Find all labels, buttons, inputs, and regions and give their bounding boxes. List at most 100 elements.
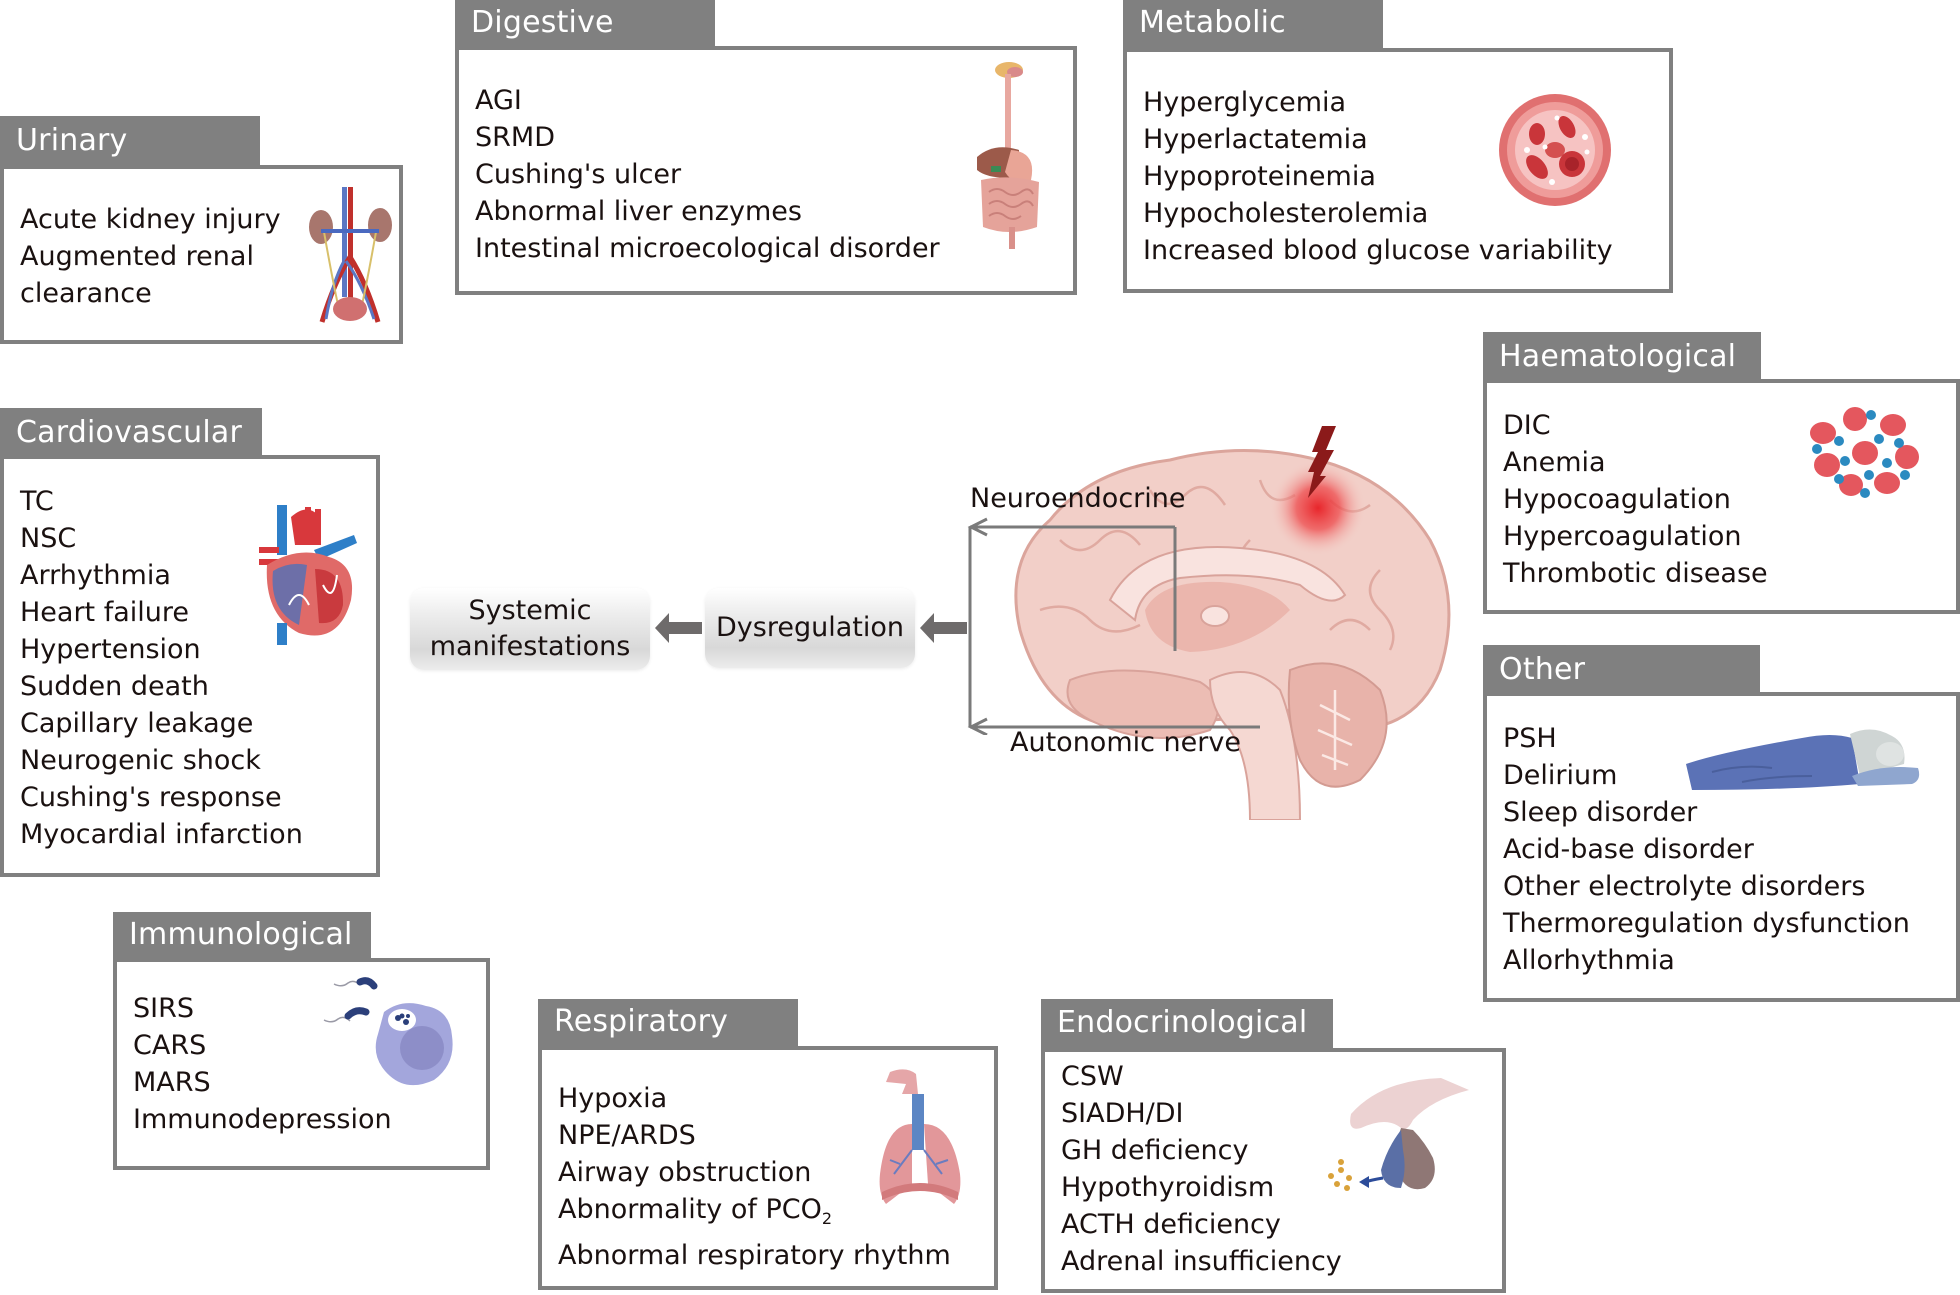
list-item: MARS <box>133 1067 211 1098</box>
panel-title: Respiratory <box>538 999 798 1048</box>
list-item: SIADH/DI <box>1061 1098 1184 1129</box>
list-item: Capillary leakage <box>20 708 254 739</box>
list-item: Immunodepression <box>133 1104 392 1135</box>
macrophage-bacteria-icon <box>323 977 453 1086</box>
list-item: Sudden death <box>20 671 209 702</box>
list-item: Hypertension <box>20 634 201 665</box>
blood-vessel-cross-section-icon <box>1499 94 1611 206</box>
list-item: Delirium <box>1503 760 1618 791</box>
panel-title: Digestive <box>455 0 715 48</box>
list-item: Anemia <box>1503 447 1606 478</box>
item-list: SIRS CARS MARS Immunodepression <box>133 990 392 1138</box>
panel-body: PSH Delirium Sleep disorder Acid-base di… <box>1483 692 1960 1002</box>
list-item: Thermoregulation dysfunction <box>1503 908 1910 939</box>
neuroendocrine-label: Neuroendocrine <box>970 483 1186 514</box>
list-item: Heart failure <box>20 597 190 628</box>
list-item: Hyperlactatemia <box>1143 124 1368 155</box>
item-list: DIC Anemia Hypocoagulation Hypercoagulat… <box>1503 407 1768 592</box>
list-item: TC <box>20 486 54 517</box>
list-item: Neurogenic shock <box>20 745 261 776</box>
dysregulation-label: Dysregulation <box>716 612 904 643</box>
panel-body: TC NSC Arrhythmia Heart failure Hyperten… <box>0 455 380 877</box>
list-item: Hypoproteinemia <box>1143 161 1376 192</box>
list-item: Sleep disorder <box>1503 797 1698 828</box>
list-item: SRMD <box>475 122 555 153</box>
item-list: TC NSC Arrhythmia Heart failure Hyperten… <box>20 483 303 853</box>
panel-body: DIC Anemia Hypocoagulation Hypercoagulat… <box>1483 379 1960 614</box>
list-item: Allorhythmia <box>1503 945 1675 976</box>
list-item: Hypothyroidism <box>1061 1172 1275 1203</box>
panel-body: Hypoxia NPE/ARDS Airway obstruction Abno… <box>538 1046 998 1290</box>
list-item: Hyperglycemia <box>1143 87 1347 118</box>
list-item: Adrenal insufficiency <box>1061 1246 1342 1277</box>
list-item: DIC <box>1503 410 1551 441</box>
sleeping-patient-icon <box>1686 729 1920 790</box>
panel-title: Metabolic <box>1123 0 1383 50</box>
panel-title: Endocrinological <box>1041 999 1333 1050</box>
panel-title: Cardiovascular <box>0 408 262 458</box>
systemic-manifestations-box: Systemic manifestations <box>410 588 650 670</box>
panel-endocrinological: Endocrinological CSW SIADH/DI GH deficie… <box>1041 999 1506 1293</box>
list-item: Cushing's response <box>20 782 282 813</box>
list-item: Increased blood glucose variability <box>1143 235 1613 266</box>
pco2-text: Abnormality of PCO <box>558 1194 822 1225</box>
dysregulation-box: Dysregulation <box>705 588 915 668</box>
panel-body: Acute kidney injury Augmented renal clea… <box>0 165 403 344</box>
list-item: Intestinal microecological disorder <box>475 233 940 264</box>
list-item: Hypercoagulation <box>1503 521 1742 552</box>
list-item: Acute kidney injury <box>20 204 281 235</box>
list-item: Cushing's ulcer <box>475 159 682 190</box>
systemic-manifestations-label: Systemic manifestations <box>429 595 631 662</box>
panel-cardiovascular: Cardiovascular TC NSC Arrhythmia Heart f… <box>0 408 380 877</box>
panel-body: CSW SIADH/DI GH deficiency Hypothyroidis… <box>1041 1048 1506 1293</box>
digestive-tract-icon <box>977 62 1039 249</box>
list-item: GH deficiency <box>1061 1135 1249 1166</box>
item-list: CSW SIADH/DI GH deficiency Hypothyroidis… <box>1061 1058 1342 1280</box>
autonomic-arrowhead <box>967 717 988 735</box>
neuroendocrine-arrowhead <box>967 517 988 537</box>
list-item: Acid-base disorder <box>1503 834 1754 865</box>
list-item: Augmented renal <box>20 241 254 272</box>
panel-body: AGI SRMD Cushing's ulcer Abnormal liver … <box>455 46 1077 295</box>
panel-other: Other PSH Delirium Sleep disorder Acid-b… <box>1483 645 1960 1002</box>
item-list: AGI SRMD Cushing's ulcer Abnormal liver … <box>475 82 940 267</box>
pathway-bracket <box>967 517 1260 735</box>
panel-title: Immunological <box>113 912 371 960</box>
list-item: Other electrolyte disorders <box>1503 871 1866 902</box>
panel-respiratory: Respiratory Hypoxia NPE/ARDS Airway obst… <box>538 999 998 1290</box>
list-item: Abnormal liver enzymes <box>475 196 802 227</box>
panel-title: Urinary <box>0 116 260 166</box>
list-item: clearance <box>20 278 152 309</box>
list-item: ACTH deficiency <box>1061 1209 1281 1240</box>
list-item: NPE/ARDS <box>558 1120 696 1151</box>
panel-title: Haematological <box>1483 332 1761 382</box>
autonomic-nerve-label: Autonomic nerve <box>1010 727 1241 758</box>
heart-icon <box>259 505 357 645</box>
list-item: AGI <box>475 85 522 116</box>
brain-sagittal-icon <box>1014 449 1451 820</box>
panel-immunological: Immunological SIRS CARS MARS Immunodepre… <box>113 912 490 1170</box>
panel-digestive: Digestive AGI SRMD Cushing's ulcer Abnor… <box>455 0 1077 295</box>
list-item: Abnormal respiratory rhythm <box>558 1240 951 1271</box>
blood-clot-icon <box>1810 407 1919 498</box>
list-item: CSW <box>1061 1061 1124 1092</box>
list-item: Hypocoagulation <box>1503 484 1731 515</box>
list-item: Thrombotic disease <box>1503 558 1768 589</box>
list-item: Arrhythmia <box>20 560 171 591</box>
list-item: Hypocholesterolemia <box>1143 198 1429 229</box>
kidney-urinary-tract-icon <box>309 187 392 323</box>
list-item: CARS <box>133 1030 207 1061</box>
item-list: Acute kidney injury Augmented renal clea… <box>20 201 281 312</box>
arrow-left-icon <box>920 613 967 643</box>
panel-metabolic: Metabolic Hyperglycemia Hyperlactatemia … <box>1123 0 1673 293</box>
list-item: NSC <box>20 523 77 554</box>
list-item: Hypoxia <box>558 1083 668 1114</box>
pco2-subscript: 2 <box>821 1209 833 1228</box>
panel-title: Other <box>1483 645 1760 695</box>
panel-haematological: Haematological DIC Anemia Hypocoagulatio… <box>1483 332 1960 614</box>
list-item: PSH <box>1503 723 1557 754</box>
panel-urinary: Urinary Acute kidney injury Augmented re… <box>0 116 403 344</box>
lungs-icon <box>879 1069 961 1204</box>
panel-body: Hyperglycemia Hyperlactatemia Hypoprotei… <box>1123 48 1673 293</box>
item-list: Hyperglycemia Hyperlactatemia Hypoprotei… <box>1143 84 1613 269</box>
